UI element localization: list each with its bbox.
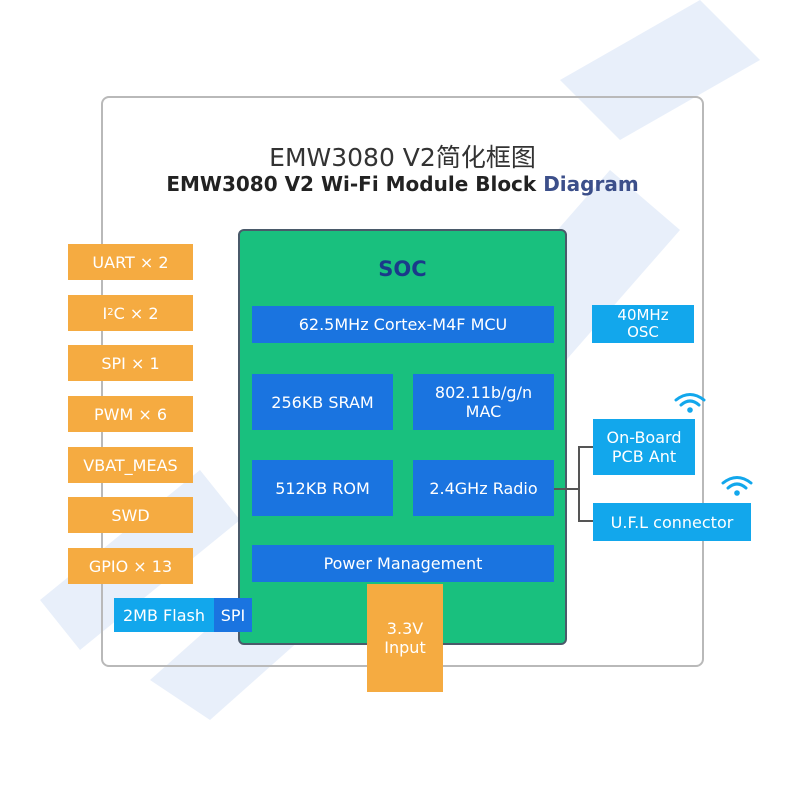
osc-line1: 40MHz xyxy=(617,306,669,324)
gpio-interface: GPIO × 13 xyxy=(68,548,193,584)
soc-block xyxy=(238,229,567,645)
wifi-icon xyxy=(674,393,706,413)
title-english-main: EMW3080 V2 Wi-Fi Module Block xyxy=(166,172,544,196)
mac-line2: MAC xyxy=(465,402,502,421)
oscillator-block: 40MHz OSC xyxy=(592,305,694,343)
antenna-branch-line xyxy=(578,446,580,522)
onboard-antenna-line2: PCB Ant xyxy=(611,447,677,466)
flash-spi-label: SPI xyxy=(214,598,252,632)
i2c-prefix: I xyxy=(102,303,108,323)
pwm-interface: PWM × 6 xyxy=(68,396,193,432)
onboard-antenna-block: On-Board PCB Ant xyxy=(593,419,695,475)
mcu-block: 62.5MHz Cortex-M4F MCU xyxy=(252,306,554,343)
title-chinese: EMW3080 V2简化框图 xyxy=(269,143,536,172)
soc-label: SOC xyxy=(378,257,427,281)
vbat-meas-interface: VBAT_MEAS xyxy=(68,447,193,483)
osc-line2: OSC xyxy=(627,323,659,341)
power-management-block: Power Management xyxy=(252,545,554,582)
ufl-connector-block: U.F.L connector xyxy=(593,503,751,541)
mac-line1: 802.11b/g/n xyxy=(434,383,533,402)
wifi-icon xyxy=(721,476,753,496)
spi-interface: SPI × 1 xyxy=(68,345,193,381)
onboard-antenna-line1: On-Board xyxy=(606,428,682,447)
radio-block: 2.4GHz Radio xyxy=(413,460,554,516)
title-english: EMW3080 V2 Wi-Fi Module Block Diagram xyxy=(101,172,704,196)
mac-block: 802.11b/g/n MAC xyxy=(413,374,554,430)
swd-interface: SWD xyxy=(68,497,193,533)
flash-block: 2MB Flash xyxy=(114,598,214,632)
radio-antenna-link xyxy=(554,488,579,490)
uart-interface: UART × 2 xyxy=(68,244,193,280)
power-input-line2: Input xyxy=(384,638,426,657)
ufl-antenna-link xyxy=(578,520,593,522)
power-input-line1: 3.3V xyxy=(386,619,424,638)
i2c-suffix: C × 2 xyxy=(113,303,159,323)
power-input-block: 3.3V Input xyxy=(367,584,443,692)
rom-block: 512KB ROM xyxy=(252,460,393,516)
sram-block: 256KB SRAM xyxy=(252,374,393,430)
onboard-antenna-link xyxy=(578,446,593,448)
title-english-highlight: Diagram xyxy=(543,172,639,196)
